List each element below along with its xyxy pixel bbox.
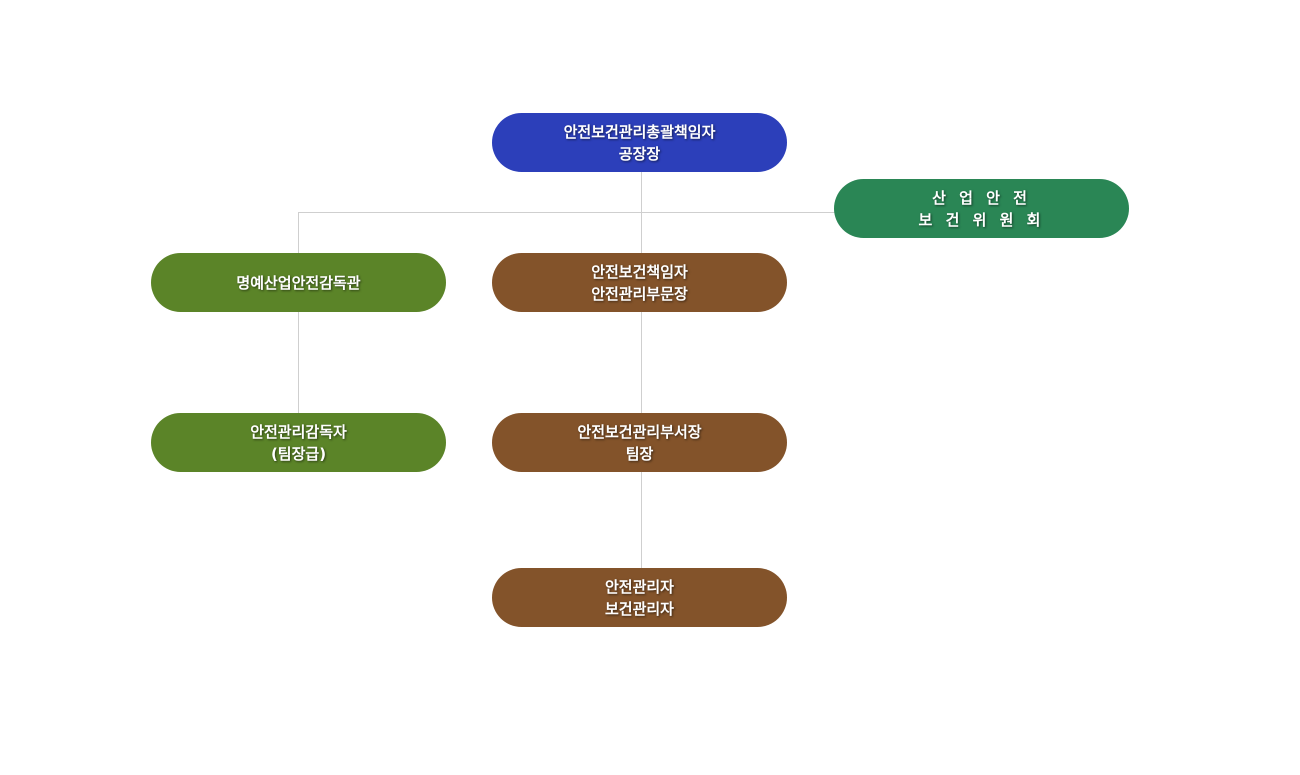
node-general-manager: 안전보건관리총괄책임자 공장장 bbox=[492, 113, 787, 172]
node-deputy-manager-role: 팀장 bbox=[625, 444, 654, 463]
node-safety-health-officer-role: 안전관리부문장 bbox=[591, 284, 688, 303]
node-committee-line2: 보 건 위 원 회 bbox=[918, 210, 1045, 229]
node-safety-manager: 안전관리자 보건관리자 bbox=[492, 568, 787, 627]
node-safety-supervisor: 안전관리감독자 (팀장급) bbox=[151, 413, 446, 472]
node-safety-health-officer-title: 안전보건책임자 bbox=[591, 262, 688, 281]
node-honorary-supervisor-title: 명예산업안전감독관 bbox=[236, 273, 361, 292]
node-safety-manager-role: 보건관리자 bbox=[604, 599, 674, 618]
node-committee: 산 업 안 전 보 건 위 원 회 bbox=[834, 179, 1129, 238]
node-safety-manager-title: 안전관리자 bbox=[604, 577, 674, 596]
connector-left-vertical bbox=[298, 212, 299, 413]
node-safety-supervisor-role: (팀장급) bbox=[270, 444, 327, 463]
connector-horizontal bbox=[298, 212, 835, 213]
node-general-manager-title: 안전보건관리총괄책임자 bbox=[563, 122, 716, 141]
connector-main-vertical bbox=[641, 171, 642, 568]
node-safety-supervisor-title: 안전관리감독자 bbox=[250, 422, 347, 441]
node-general-manager-role: 공장장 bbox=[618, 144, 661, 163]
node-honorary-supervisor: 명예산업안전감독관 bbox=[151, 253, 446, 312]
node-safety-health-officer: 안전보건책임자 안전관리부문장 bbox=[492, 253, 787, 312]
node-deputy-manager-title: 안전보건관리부서장 bbox=[577, 422, 702, 441]
node-deputy-manager: 안전보건관리부서장 팀장 bbox=[492, 413, 787, 472]
node-committee-line1: 산 업 안 전 bbox=[932, 188, 1031, 207]
